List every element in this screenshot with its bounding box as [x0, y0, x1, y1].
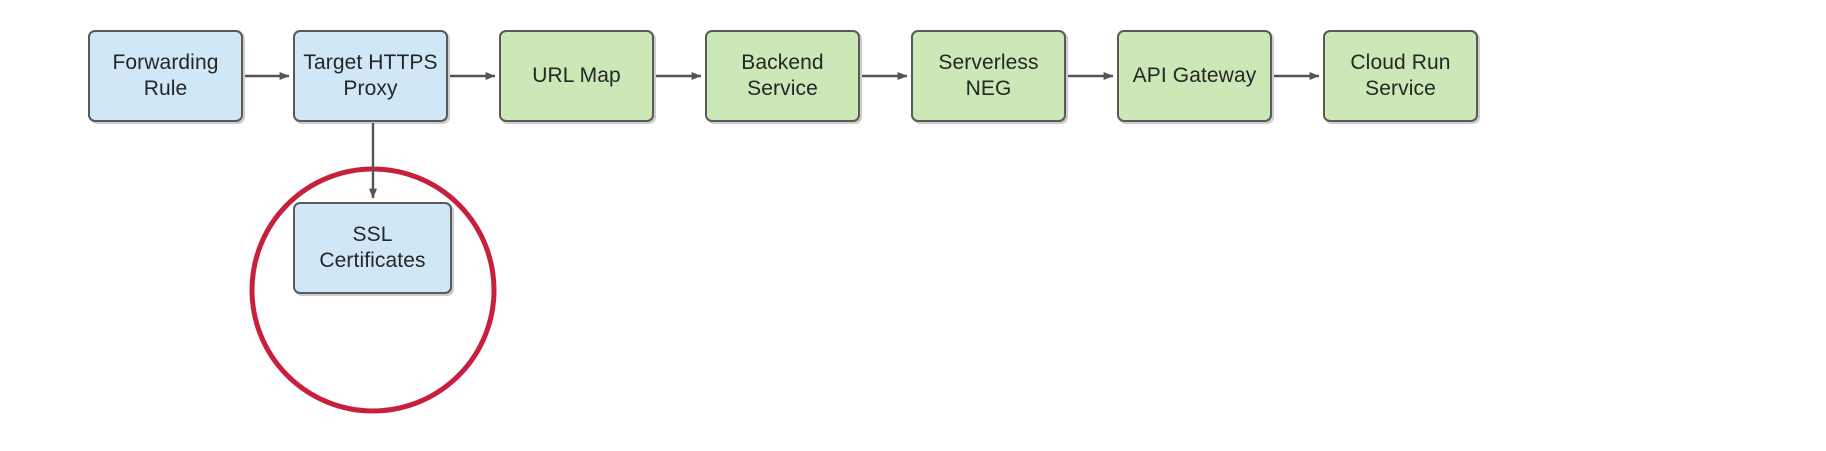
node-url-map-label: URL Map — [532, 63, 621, 87]
node-api-gateway[interactable]: API Gateway — [1117, 30, 1272, 122]
node-backend-service-label: Backend Service — [741, 50, 824, 100]
node-serverless-neg[interactable]: Serverless NEG — [911, 30, 1066, 122]
node-ssl-certificates[interactable]: SSL Certificates — [293, 202, 452, 294]
node-backend-service[interactable]: Backend Service — [705, 30, 860, 122]
node-url-map[interactable]: URL Map — [499, 30, 654, 122]
node-cloud-run-service-label: Cloud Run Service — [1350, 50, 1451, 100]
node-target-https-proxy[interactable]: Target HTTPS Proxy — [293, 30, 448, 122]
node-api-gateway-label: API Gateway — [1132, 63, 1257, 87]
node-forwarding-rule-label: Forwarding Rule — [112, 50, 219, 100]
node-serverless-neg-label: Serverless NEG — [938, 50, 1039, 100]
node-ssl-certificates-label: SSL Certificates — [319, 222, 426, 272]
node-cloud-run-service[interactable]: Cloud Run Service — [1323, 30, 1478, 122]
node-target-https-proxy-label: Target HTTPS Proxy — [303, 50, 438, 100]
node-forwarding-rule[interactable]: Forwarding Rule — [88, 30, 243, 122]
